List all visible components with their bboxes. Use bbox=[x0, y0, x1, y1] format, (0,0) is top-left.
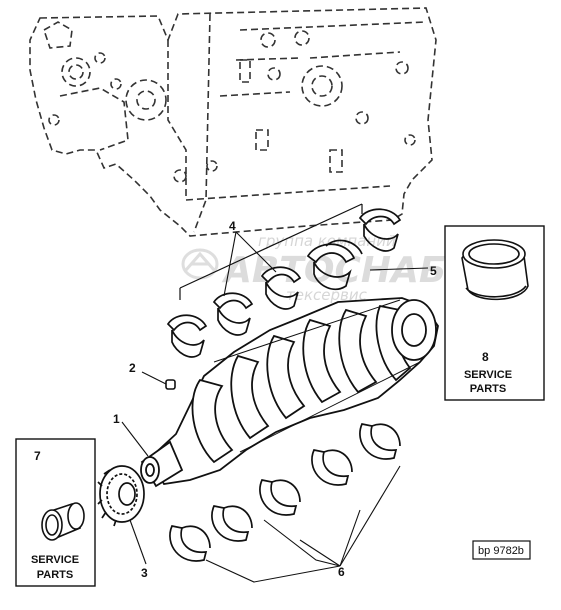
crankshaft bbox=[140, 297, 439, 488]
crank-web bbox=[338, 308, 378, 394]
watermark-line2: АВТОСНАБ bbox=[221, 250, 446, 291]
upper-bearing-shell bbox=[358, 208, 402, 252]
lower-bearing-shell bbox=[169, 525, 211, 562]
callout-4: 4 bbox=[229, 219, 236, 233]
upper-bearing-shells bbox=[166, 203, 402, 358]
service-parts-panel-left: 7 SERVICE PARTS bbox=[15, 438, 96, 587]
callout-6: 6 bbox=[338, 565, 345, 579]
dowel-pin bbox=[165, 379, 176, 390]
service-panel-left-line1: SERVICE bbox=[31, 554, 79, 566]
service-panel-right-number: 8 bbox=[482, 350, 489, 364]
callout-2: 2 bbox=[129, 361, 136, 375]
callouts: 1 2 3 4 5 6 bbox=[113, 219, 437, 580]
crank-web bbox=[230, 354, 270, 440]
service-panel-left-line2: PARTS bbox=[37, 569, 73, 581]
service-panel-right-line1: SERVICE bbox=[464, 369, 512, 381]
upper-bearing-shell bbox=[306, 239, 363, 291]
crank-web bbox=[302, 318, 342, 404]
lower-bearing-shell bbox=[311, 449, 353, 486]
watermark-logo bbox=[181, 248, 219, 280]
service-parts-panel-right: 8 SERVICE PARTS bbox=[444, 225, 545, 401]
crankshaft-rear-flange bbox=[391, 299, 437, 361]
crankshaft-gear bbox=[97, 465, 145, 527]
engine-block-outline bbox=[29, 7, 437, 237]
lower-bearing-shell bbox=[211, 505, 253, 542]
callout-3: 3 bbox=[141, 566, 148, 580]
rear-seal-ring bbox=[461, 239, 529, 301]
crank-web bbox=[191, 378, 234, 464]
crankshaft-nose bbox=[140, 456, 160, 484]
drawing-reference-label: bp 9782b bbox=[478, 545, 524, 557]
callout-1: 1 bbox=[113, 412, 120, 426]
drawing-reference: bp 9782b bbox=[472, 540, 531, 560]
leader-lines bbox=[45, 231, 491, 583]
upper-bearing-shell bbox=[212, 292, 254, 336]
upper-bearing-shell bbox=[260, 266, 302, 310]
service-panel-right-line2: PARTS bbox=[470, 383, 506, 395]
watermark: группа компаний АВТОСНАБ тексервис bbox=[181, 232, 446, 304]
service-panel-left-number: 7 bbox=[34, 449, 41, 463]
watermark-line3: тексервис bbox=[286, 286, 368, 304]
thrust-washer-ring bbox=[41, 502, 85, 541]
lower-bearing-shells bbox=[169, 423, 401, 562]
lower-bearing-shell bbox=[359, 423, 401, 460]
callout-5: 5 bbox=[430, 264, 437, 278]
crank-web bbox=[266, 334, 306, 420]
lower-bearing-shell bbox=[259, 479, 301, 516]
upper-bearing-shell bbox=[166, 314, 208, 358]
